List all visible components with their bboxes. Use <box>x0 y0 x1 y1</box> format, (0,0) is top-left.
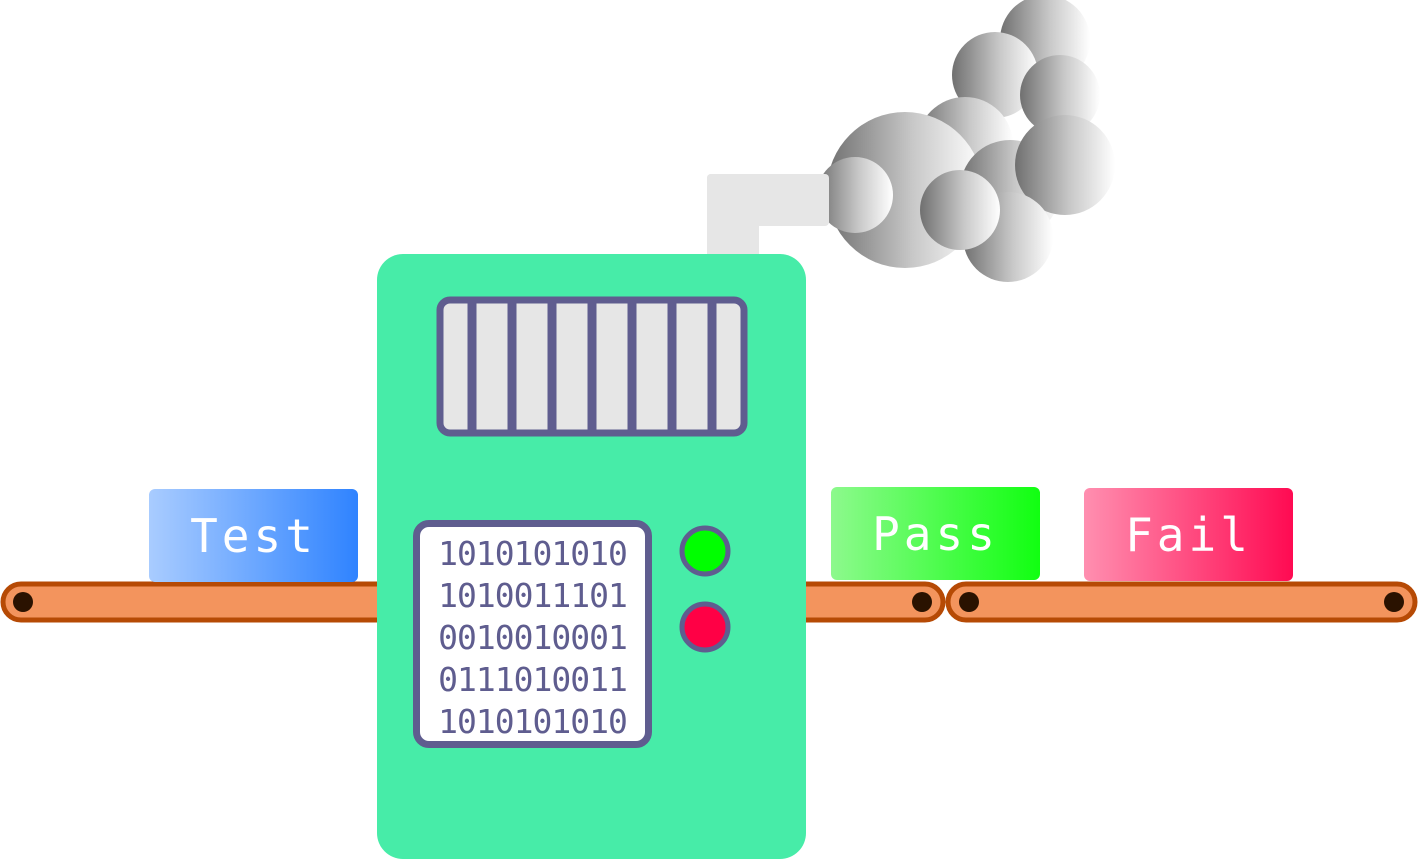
smoke-cloud <box>817 0 1115 282</box>
red-indicator-light <box>679 601 731 653</box>
binary-line: 1010011101 <box>438 576 628 615</box>
binary-display: 1010101010 1010011101 0010010001 0111010… <box>413 520 652 748</box>
conveyor-belt-pass <box>777 581 946 623</box>
conveyor-belt-left <box>0 581 406 623</box>
chimney <box>707 174 829 264</box>
test-box: Test <box>149 489 358 582</box>
green-indicator-light <box>679 525 731 577</box>
conveyor-belt-fail <box>945 581 1418 623</box>
fail-box: Fail <box>1084 488 1293 581</box>
binary-line: 1010101010 <box>438 534 628 573</box>
binary-line: 1010101010 <box>438 702 628 741</box>
vent-grill <box>436 296 748 437</box>
pass-box: Pass <box>831 487 1040 580</box>
binary-line: 0111010011 <box>438 660 628 699</box>
binary-line: 0010010001 <box>438 618 628 657</box>
